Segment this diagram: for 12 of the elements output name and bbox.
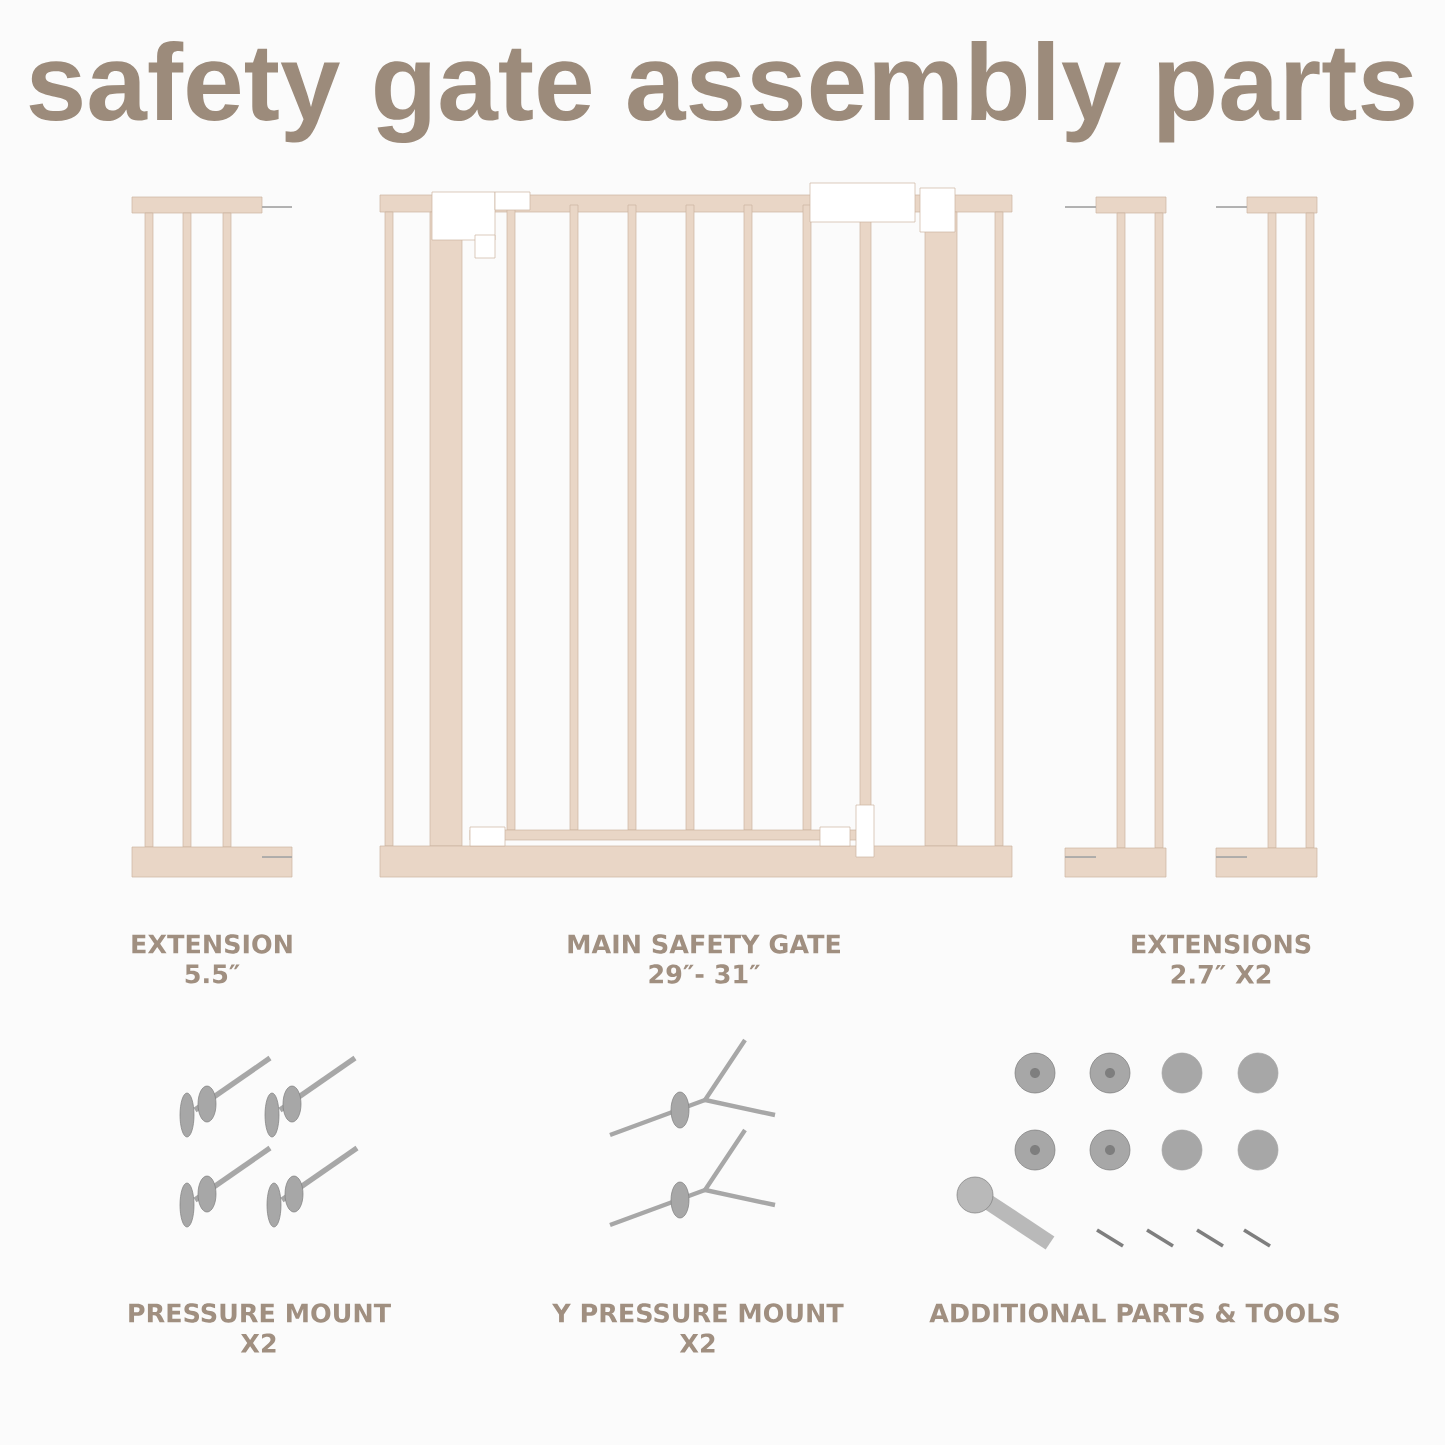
part-label: EXTENSIONS xyxy=(1132,934,1311,954)
part-label: X2 xyxy=(679,1333,715,1353)
title: safety gate assembly parts xyxy=(29,41,1414,144)
part-label: 29″- 31″ xyxy=(649,964,760,984)
part-label: PRESSURE MOUNT xyxy=(129,1303,391,1323)
part-label: 5.5″ xyxy=(185,964,240,984)
part-label: Y PRESSURE MOUNT xyxy=(552,1303,844,1323)
part-label: 2.7″ X2 xyxy=(1171,964,1271,984)
part-label: X2 xyxy=(240,1333,276,1353)
part-label: MAIN SAFETY GATE xyxy=(568,934,840,954)
part-label: ADDITIONAL PARTS & TOOLS xyxy=(929,1303,1339,1323)
part-label: EXTENSION xyxy=(132,934,292,954)
